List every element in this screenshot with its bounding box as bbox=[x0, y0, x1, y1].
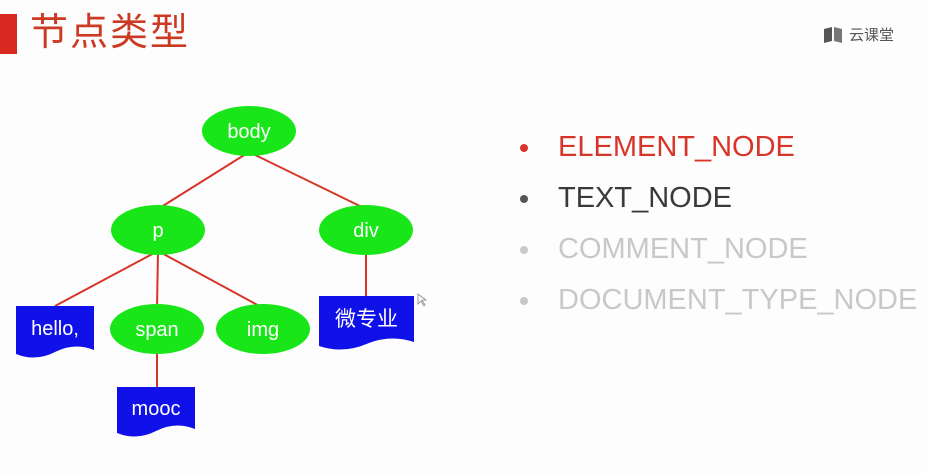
element-node-label: p bbox=[152, 220, 163, 242]
node-type-item: TEXT_NODE bbox=[520, 173, 917, 224]
element-node-label: div bbox=[353, 220, 379, 242]
element-node-div: div bbox=[319, 205, 413, 255]
element-node-label: body bbox=[227, 121, 270, 143]
element-node-img: img bbox=[216, 304, 310, 354]
bullet-dot-icon bbox=[520, 143, 528, 152]
book-icon bbox=[824, 26, 842, 43]
node-type-list: ELEMENT_NODE TEXT_NODE COMMENT_NODE DOCUMEN… bbox=[520, 122, 917, 326]
element-node-p: p bbox=[111, 205, 205, 255]
title-accent-bar bbox=[0, 14, 17, 54]
element-node-span: span bbox=[110, 304, 204, 354]
text-node-label: mooc bbox=[132, 398, 181, 420]
dom-tree-diagram: body p div span img hello, mooc 微专业 bbox=[16, 106, 428, 437]
page-title: 节点类型 bbox=[30, 10, 191, 54]
node-type-label: DOCUMENT_TYPE_NODE bbox=[558, 284, 918, 316]
bullet-dot-icon bbox=[520, 245, 528, 254]
logo: 云课堂 bbox=[822, 24, 894, 45]
node-type-label: COMMENT_NODE bbox=[558, 233, 808, 265]
edge-body-div bbox=[248, 151, 367, 210]
edge-p-img bbox=[157, 250, 264, 309]
element-node-body: body bbox=[202, 106, 296, 156]
text-node-mooc: mooc bbox=[117, 387, 195, 437]
bullet-dot-icon bbox=[520, 296, 528, 305]
element-node-label: img bbox=[247, 319, 279, 341]
edge-p-span bbox=[156, 250, 159, 309]
node-type-label: TEXT_NODE bbox=[558, 182, 733, 214]
element-node-label: span bbox=[135, 319, 178, 341]
logo-text: 云课堂 bbox=[849, 26, 895, 44]
node-type-label: ELEMENT_NODE bbox=[558, 131, 795, 163]
node-type-item: COMMENT_NODE bbox=[520, 224, 917, 275]
text-node-label: hello, bbox=[31, 318, 79, 340]
mouse-cursor-icon bbox=[417, 293, 428, 307]
node-type-item: ELEMENT_NODE bbox=[520, 122, 917, 173]
text-node-label: 微专业 bbox=[335, 307, 398, 331]
edge-body-p bbox=[157, 151, 250, 210]
text-node-hello: hello, bbox=[16, 306, 94, 358]
text-node-weizhuanye: 微专业 bbox=[319, 296, 414, 350]
node-type-item: DOCUMENT_TYPE_NODE bbox=[520, 275, 917, 326]
bullet-dot-icon bbox=[520, 194, 528, 203]
edge-p-hello bbox=[54, 250, 159, 307]
